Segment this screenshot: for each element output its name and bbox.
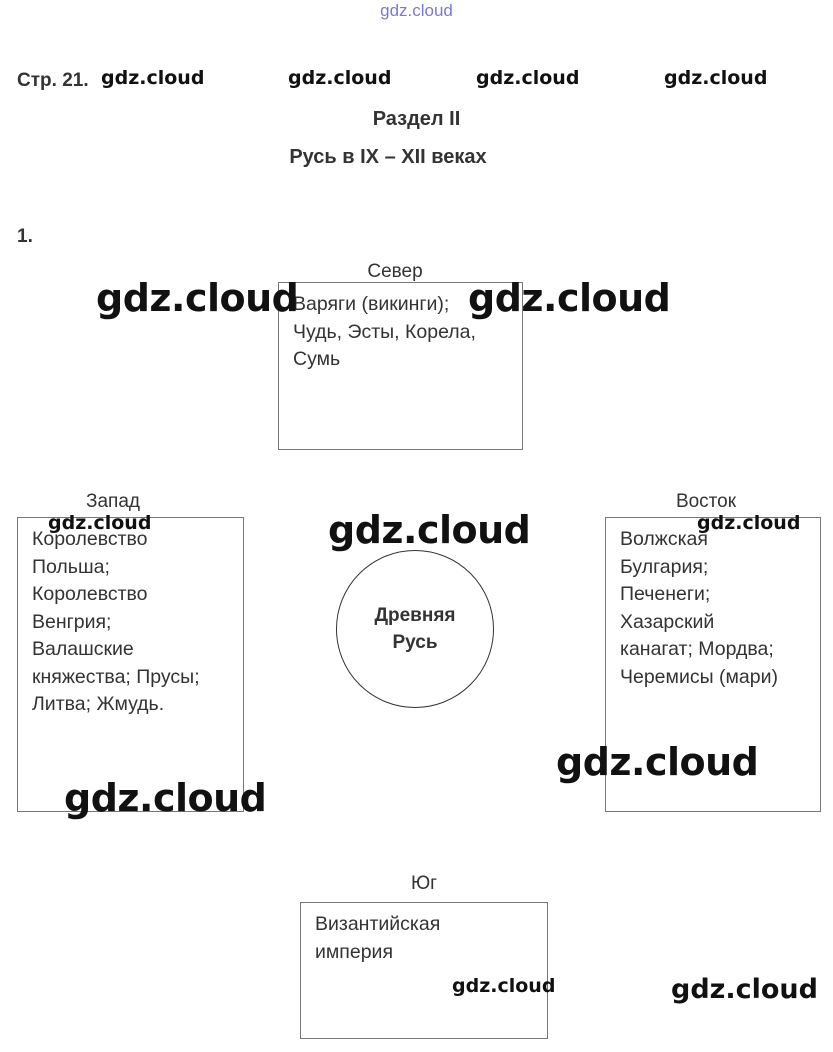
north-label: Север (367, 261, 423, 282)
watermark: gdz.cloud (288, 67, 392, 89)
watermark: gdz.cloud (664, 67, 768, 89)
north-text: Варяги (викинги); Чудь, Эсты, Корела, Су… (293, 293, 476, 370)
south-label: Юг (410, 873, 438, 894)
watermark: gdz.cloud (697, 512, 801, 534)
south-box: Византийская империя (300, 902, 548, 1039)
watermark: gdz.cloud (468, 276, 671, 320)
watermark: gdz.cloud (452, 975, 556, 997)
east-text: Волжская Булгария; Печенеги; Хазарский к… (620, 528, 778, 688)
west-text: Королевство Польша; Королевство Венгрия;… (32, 528, 200, 715)
watermark: gdz.cloud (476, 67, 580, 89)
watermark: gdz.cloud (671, 974, 818, 1005)
east-box: Волжская Булгария; Печенеги; Хазарский к… (605, 517, 821, 812)
south-text: Византийская империя (315, 913, 441, 963)
north-box: Варяги (викинги); Чудь, Эсты, Корела, Су… (278, 282, 523, 450)
watermark: gdz.cloud (328, 508, 531, 552)
top-watermark: gdz.cloud (380, 1, 453, 20)
east-label: Восток (675, 491, 737, 512)
west-label: Запад (86, 491, 140, 512)
section-heading: Раздел II (372, 108, 461, 130)
watermark: gdz.cloud (96, 276, 299, 320)
watermark: gdz.cloud (101, 67, 205, 89)
task-number: 1. (17, 226, 33, 247)
west-box: Королевство Польша; Королевство Венгрия;… (17, 517, 244, 812)
page-reference: Стр. 21. (17, 70, 89, 91)
watermark: gdz.cloud (556, 740, 759, 784)
watermark: gdz.cloud (64, 776, 267, 820)
center-circle: Древняя Русь (336, 550, 494, 708)
watermark: gdz.cloud (48, 512, 152, 534)
page-title: Русь в IX – XII веках (289, 146, 487, 168)
center-label: Древняя Русь (374, 605, 456, 653)
